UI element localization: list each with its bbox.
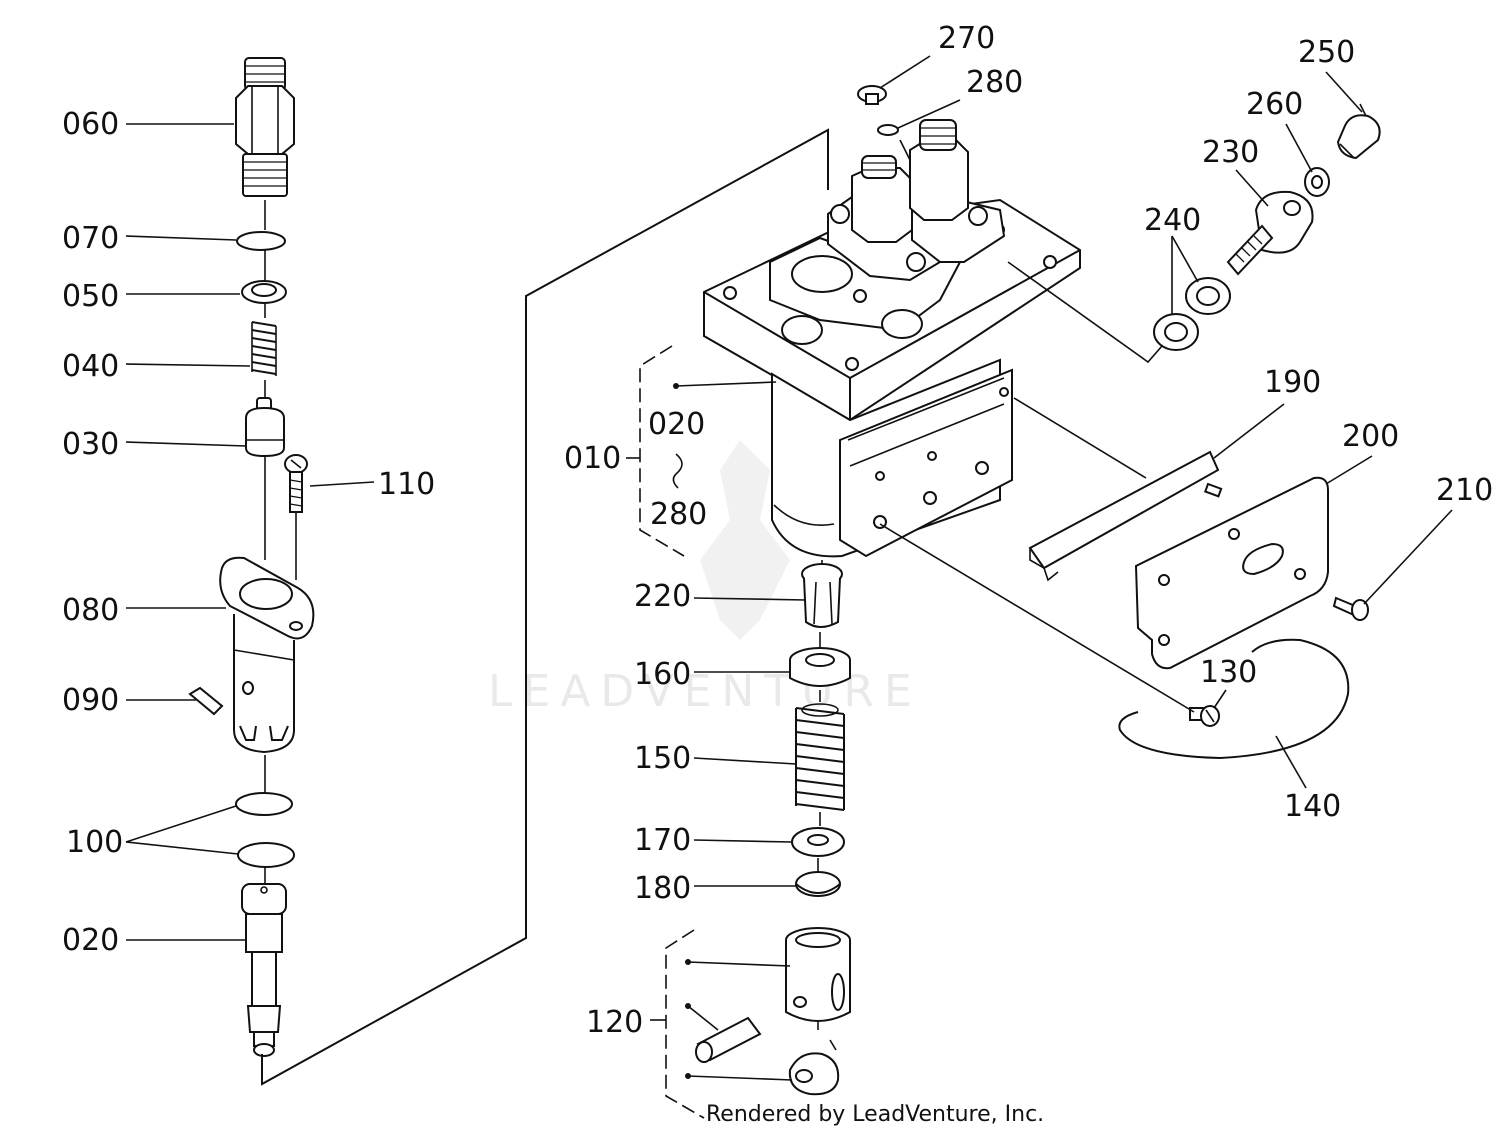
label-220: 220 bbox=[634, 579, 691, 614]
part-040 bbox=[251, 321, 277, 376]
label-250: 250 bbox=[1298, 35, 1355, 70]
part-280-top bbox=[877, 99, 961, 161]
part-110 bbox=[284, 454, 308, 580]
part-220 bbox=[801, 563, 843, 628]
assembly-link-line bbox=[261, 128, 829, 1086]
part-090 bbox=[188, 686, 224, 716]
label-230: 230 bbox=[1202, 135, 1259, 170]
part-180 bbox=[795, 871, 841, 897]
label-210: 210 bbox=[1436, 473, 1493, 508]
label-150: 150 bbox=[634, 741, 691, 776]
leader-lines bbox=[125, 71, 1453, 1081]
label-200: 200 bbox=[1342, 419, 1399, 454]
part-020-plunger bbox=[241, 883, 287, 1057]
label-020-right: 020 bbox=[648, 407, 705, 442]
label-060: 060 bbox=[62, 107, 119, 142]
watermark-text: LEADVENTURE bbox=[488, 666, 922, 717]
part-210 bbox=[1332, 596, 1369, 621]
label-050: 050 bbox=[62, 279, 119, 314]
part-100-a bbox=[235, 792, 293, 816]
part-170 bbox=[791, 827, 845, 857]
label-180: 180 bbox=[634, 871, 691, 906]
part-140 bbox=[1118, 638, 1350, 760]
label-010: 010 bbox=[564, 441, 621, 476]
label-260: 260 bbox=[1246, 87, 1303, 122]
label-110: 110 bbox=[378, 467, 435, 502]
part-190 bbox=[1013, 397, 1223, 582]
leader-130-body bbox=[879, 523, 1195, 713]
label-090: 090 bbox=[62, 683, 119, 718]
label-130: 130 bbox=[1200, 655, 1257, 690]
bracket-010 bbox=[626, 345, 685, 557]
part-230 bbox=[1226, 190, 1314, 276]
part-120-tappet bbox=[785, 927, 851, 1022]
label-120: 120 bbox=[586, 1005, 643, 1040]
label-190: 190 bbox=[1264, 365, 1321, 400]
part-120-pin bbox=[695, 1016, 762, 1063]
part-150 bbox=[795, 703, 845, 811]
left-assembly bbox=[188, 57, 829, 1086]
part-160 bbox=[789, 647, 851, 687]
label-020-left: 020 bbox=[62, 923, 119, 958]
part-080 bbox=[219, 556, 315, 754]
label-270: 270 bbox=[938, 21, 995, 56]
label-140: 140 bbox=[1284, 789, 1341, 824]
part-200 bbox=[1134, 476, 1329, 670]
callout-labels: 060 070 050 040 030 110 080 090 100 020 … bbox=[62, 21, 1493, 1040]
label-030: 030 bbox=[62, 427, 119, 462]
part-050 bbox=[241, 280, 287, 304]
label-160: 160 bbox=[634, 657, 691, 692]
render-credit: Rendered by LeadVenture, Inc. bbox=[706, 1102, 1045, 1127]
part-240 bbox=[1153, 277, 1231, 351]
label-080: 080 bbox=[62, 593, 119, 628]
part-100-b bbox=[237, 842, 295, 868]
label-040: 040 bbox=[62, 349, 119, 384]
part-270 bbox=[857, 55, 931, 105]
part-060 bbox=[235, 57, 295, 197]
part-070 bbox=[236, 231, 286, 251]
part-260 bbox=[1304, 167, 1330, 197]
label-170: 170 bbox=[634, 823, 691, 858]
label-070: 070 bbox=[62, 221, 119, 256]
part-030 bbox=[245, 397, 285, 458]
part-130 bbox=[1189, 705, 1220, 727]
label-280-top: 280 bbox=[966, 65, 1023, 100]
label-100: 100 bbox=[66, 825, 123, 860]
part-120-roller bbox=[788, 1052, 840, 1096]
bracket-120 bbox=[650, 929, 705, 1119]
leader-240-body bbox=[1007, 261, 1163, 364]
label-280-range: 280 bbox=[650, 497, 707, 532]
label-240: 240 bbox=[1144, 203, 1201, 238]
part-250 bbox=[1336, 103, 1381, 160]
pump-body bbox=[703, 119, 1081, 558]
